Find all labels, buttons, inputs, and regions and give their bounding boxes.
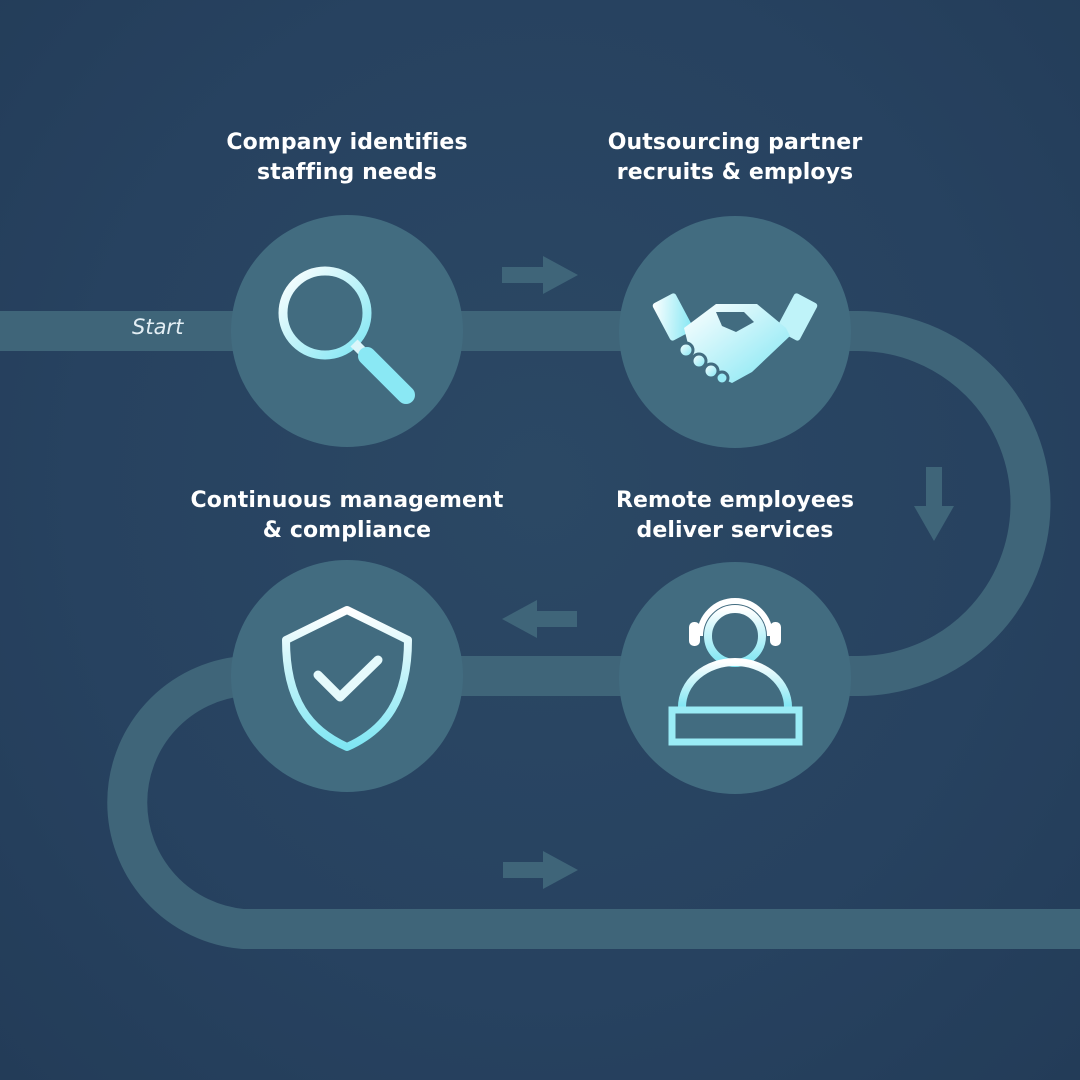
step-label-2: Outsourcing partner recruits & employs (565, 128, 905, 188)
step-label-line: & compliance (262, 518, 432, 543)
step-label-line: recruits & employs (616, 160, 854, 185)
step-label-line: Company identifies (226, 130, 468, 155)
step-node-4 (231, 560, 463, 792)
step-label-line: Remote employees (615, 488, 855, 513)
step-label-line: Continuous management (190, 488, 504, 513)
arrow-down-icon (914, 467, 954, 541)
start-label: Start (132, 315, 184, 339)
step-label-line: deliver services (636, 518, 834, 543)
step-label-4: Continuous management & compliance (167, 486, 527, 546)
shield-check-icon (282, 606, 412, 751)
magnifying-glass-icon (278, 266, 415, 404)
handshake-icon (652, 293, 818, 386)
headset-agent-icon (668, 598, 803, 746)
step-label-line: staffing needs (257, 160, 437, 185)
step-label-1: Company identifies staffing needs (177, 128, 517, 188)
step-node-1 (231, 215, 463, 447)
step-label-3: Remote employees deliver services (565, 486, 905, 546)
arrow-right-icon (503, 851, 578, 889)
step-node-3 (619, 562, 851, 794)
flow-path (0, 311, 1080, 949)
step-label-line: Outsourcing partner (607, 130, 863, 155)
arrow-right-icon (502, 256, 578, 294)
arrow-left-icon (502, 600, 577, 638)
